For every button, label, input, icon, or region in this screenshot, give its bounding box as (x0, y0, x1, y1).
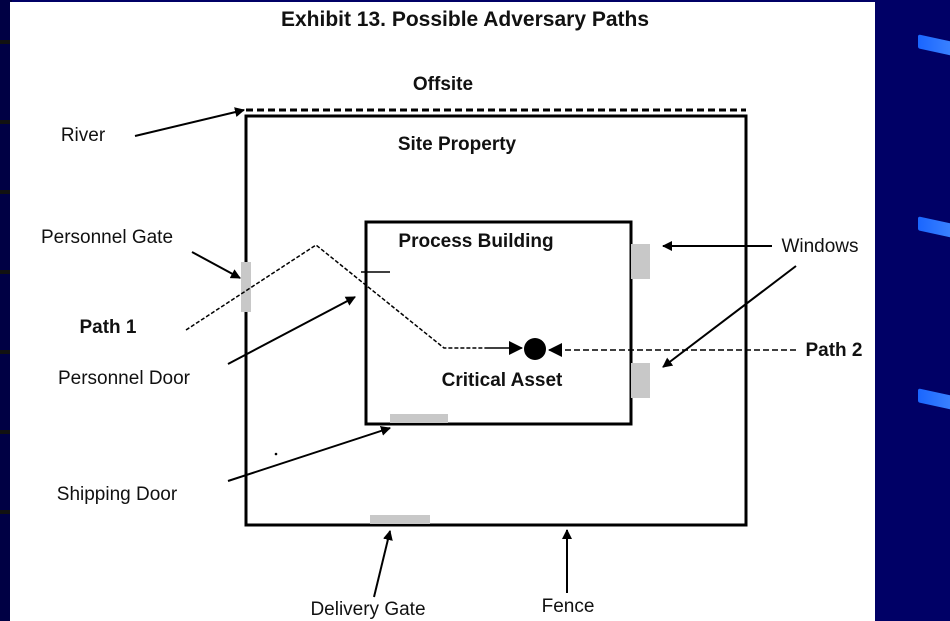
site-property-label: Site Property (398, 134, 517, 155)
site-property-fence (244, 114, 748, 527)
stray-dot (274, 452, 278, 456)
left-edge-mark (0, 190, 14, 194)
delivery-gate-label: Delivery Gate (310, 599, 425, 620)
process-building-outline (364, 220, 633, 426)
left-edge-mark (0, 430, 14, 434)
personnel-door-label: Personnel Door (58, 368, 191, 389)
fence-label: Fence (542, 596, 595, 617)
windows-label: Windows (781, 236, 858, 257)
shipping-door-label: Shipping Door (57, 484, 178, 505)
river-arrow (134, 107, 245, 137)
process-building-label: Process Building (398, 231, 553, 252)
river-label: River (61, 125, 106, 146)
personnel-gate-label: Personnel Gate (41, 227, 173, 248)
critical-asset-dot (524, 338, 546, 360)
left-edge-mark (0, 510, 14, 514)
window-upper (631, 244, 650, 279)
left-edge-mark (0, 350, 14, 354)
personnel-gate (241, 262, 251, 312)
path-1-line (185, 244, 487, 349)
shipping-door-arrow (227, 426, 391, 482)
diagram-title: Exhibit 13. Possible Adversary Paths (281, 8, 649, 31)
offsite-label: Offsite (413, 74, 473, 95)
left-edge-mark (0, 40, 14, 44)
delivery-gate-arrow (373, 530, 393, 598)
left-edge-mark (0, 270, 14, 274)
personnel-gate-arrow (191, 251, 241, 279)
personnel-door-arrow (227, 296, 356, 365)
path-1-label: Path 1 (79, 317, 136, 338)
windows-arrow-lower (662, 265, 797, 368)
window-lower (631, 363, 650, 398)
delivery-gate (370, 515, 430, 524)
path-2-label: Path 2 (805, 340, 862, 361)
shipping-door (390, 414, 448, 423)
diagram-panel (10, 2, 875, 621)
critical-asset-label: Critical Asset (442, 370, 563, 391)
left-edge-stripe (0, 0, 12, 621)
left-edge-mark (0, 120, 14, 124)
